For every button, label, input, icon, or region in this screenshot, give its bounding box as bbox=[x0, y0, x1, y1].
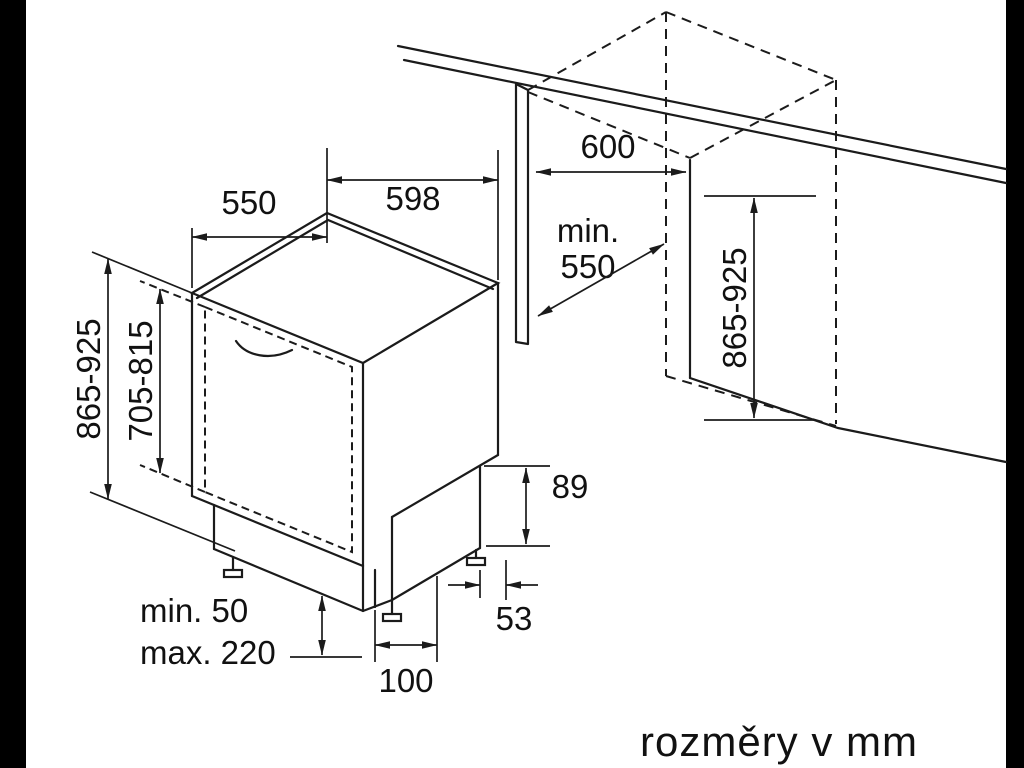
dim-label-top-depth: 550 bbox=[221, 184, 276, 221]
dim-plinth-range: min. 50 max. 220 bbox=[140, 592, 362, 671]
dim-overall-height-865-925: 865-925 bbox=[70, 251, 236, 552]
adjustable-foot-front-right bbox=[381, 598, 403, 623]
foot-pad bbox=[465, 556, 487, 567]
right-letterbox-bar bbox=[1006, 0, 1024, 768]
dim-label-plinth-max: max. 220 bbox=[140, 634, 276, 671]
foot-pad bbox=[222, 568, 244, 579]
dim-top-depth-550: 550 bbox=[191, 148, 328, 288]
panel-witness-bottom bbox=[139, 464, 206, 493]
base-front-bottom-edge bbox=[212, 547, 394, 613]
dim-niche-height-865-925: 865-925 bbox=[704, 195, 816, 421]
niche-top-front-edge bbox=[527, 91, 691, 159]
door-bottom-edge bbox=[190, 494, 365, 568]
dim-label-niche-depth: 550 bbox=[560, 248, 615, 285]
dim-label-foot-inset: 100 bbox=[378, 662, 433, 699]
dim-label-base-rear-height: 89 bbox=[552, 468, 589, 505]
niche-floor-edge bbox=[688, 376, 1008, 464]
dim-label-rear-offset: 53 bbox=[496, 600, 533, 637]
countertop bbox=[396, 44, 1008, 185]
door-panel-dashed-outline bbox=[204, 305, 353, 554]
top-face-rim bbox=[195, 218, 495, 300]
dim-label-niche-depth-prefix: min. bbox=[557, 212, 619, 249]
base-back-bottom-edge bbox=[390, 546, 482, 602]
dim-niche-depth-min550: min. 550 bbox=[537, 212, 665, 317]
adjustable-foot-front-left bbox=[222, 555, 244, 579]
left-letterbox-bar bbox=[0, 0, 26, 768]
niche-top-left-edge bbox=[527, 11, 667, 91]
niche-top-right-edge bbox=[689, 79, 837, 159]
adjustable-foot-rear bbox=[465, 548, 487, 567]
dimension-arrow bbox=[537, 243, 665, 317]
dim-label-niche-height: 865-925 bbox=[716, 247, 753, 368]
dim-rear-offset-53: 53 bbox=[448, 560, 538, 637]
countertop-lower-edge bbox=[402, 58, 1008, 185]
units-caption: rozměry v mm bbox=[640, 718, 918, 765]
witness-line bbox=[89, 491, 236, 552]
dim-door-panel-height-705-815: 705-815 bbox=[122, 288, 164, 474]
dim-label-door-panel-height: 705-815 bbox=[122, 320, 159, 441]
dim-label-top-width: 598 bbox=[385, 180, 440, 217]
dim-label-niche-width: 600 bbox=[580, 128, 635, 165]
dim-label-plinth-min: min. 50 bbox=[140, 592, 248, 629]
countertop-front-edge bbox=[396, 44, 1008, 171]
dim-base-rear-height-89: 89 bbox=[484, 465, 589, 547]
door-handle bbox=[234, 339, 294, 357]
dishwasher-outline bbox=[139, 211, 501, 623]
dim-label-overall-height: 865-925 bbox=[70, 318, 107, 439]
niche-top-back-edge bbox=[665, 11, 837, 81]
panel-witness-top bbox=[139, 280, 206, 308]
dim-foot-inset-100: 100 bbox=[374, 576, 438, 699]
niche-left-wall bbox=[514, 82, 530, 346]
dim-niche-width-600: 600 bbox=[535, 128, 687, 176]
foot-pad bbox=[381, 612, 403, 623]
dim-top-width-598: 598 bbox=[326, 150, 499, 280]
